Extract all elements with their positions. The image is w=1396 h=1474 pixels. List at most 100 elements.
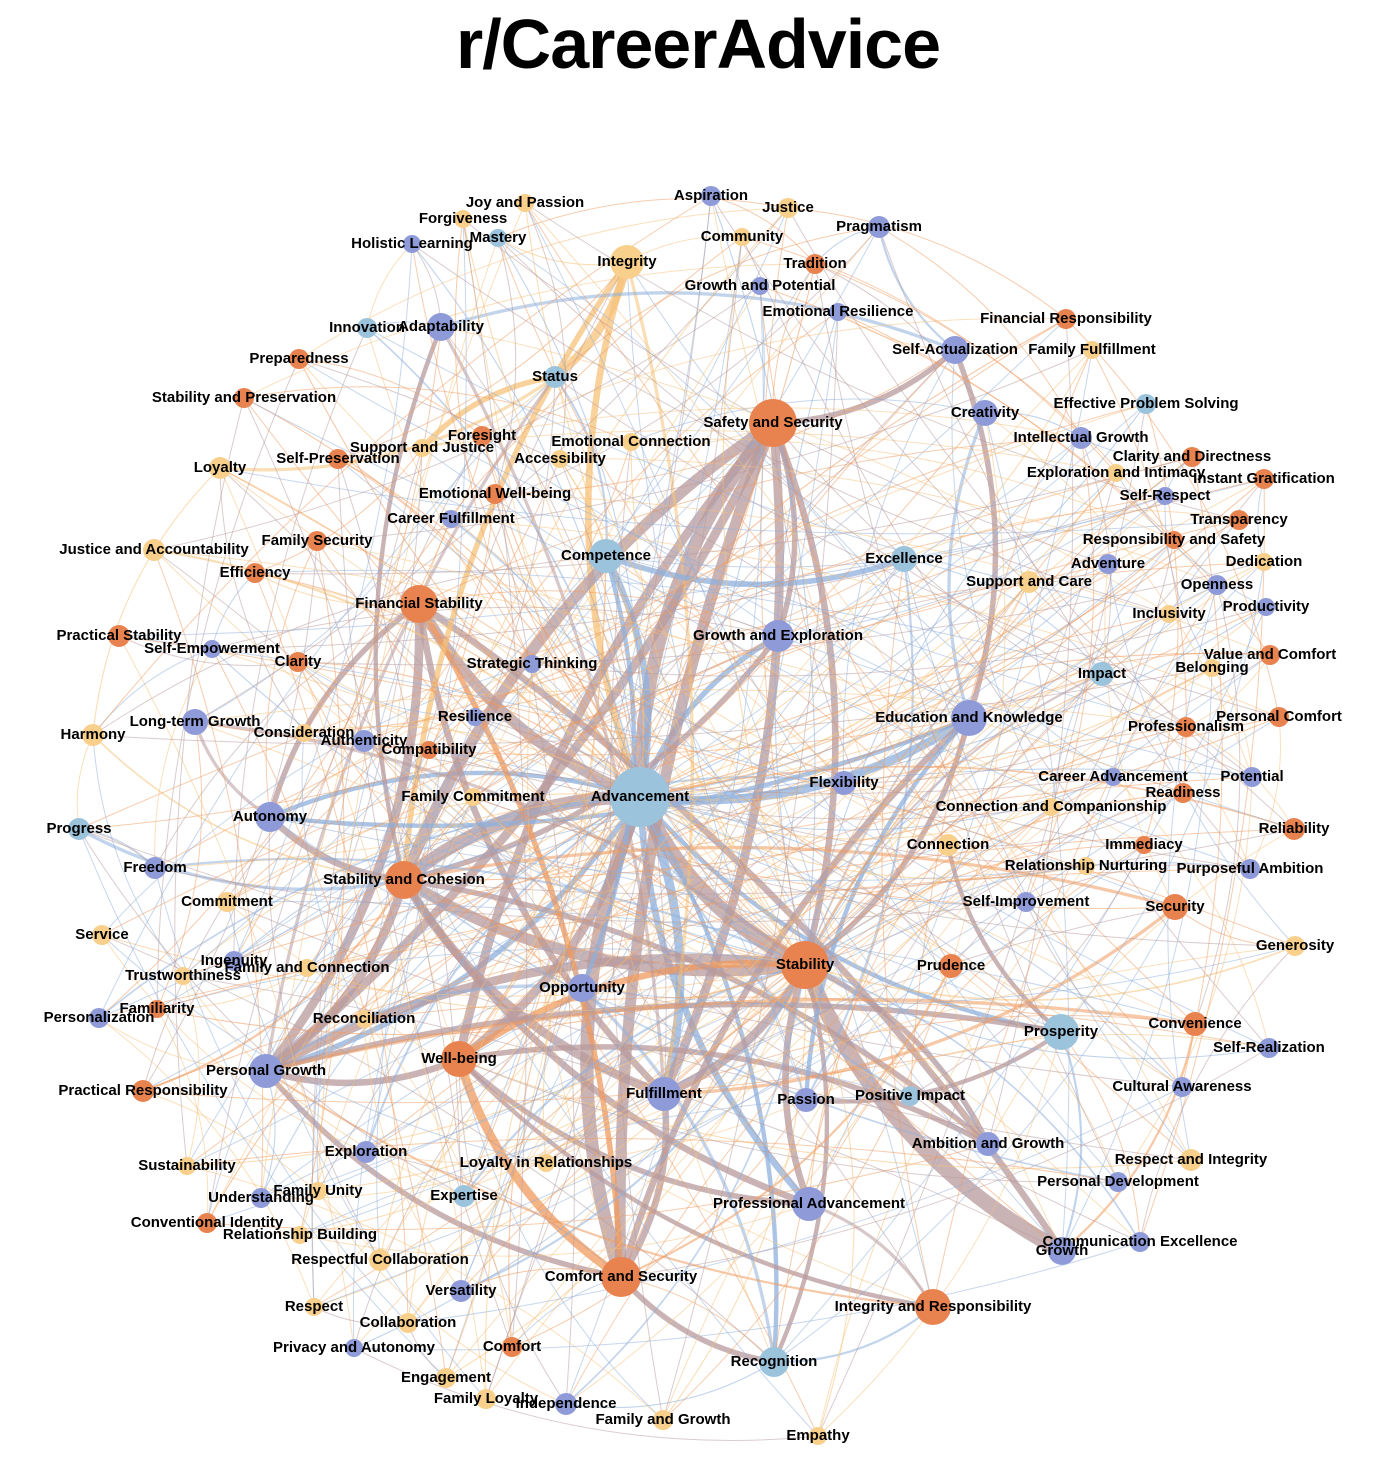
- node-FamilySecurity[interactable]: [307, 531, 327, 551]
- node-RelationshipBuilding[interactable]: [291, 1226, 309, 1244]
- node-Fulfillment[interactable]: [647, 1077, 681, 1111]
- node-Comfort[interactable]: [502, 1337, 522, 1357]
- node-PracticalResponsibility[interactable]: [132, 1080, 154, 1102]
- node-Empathy[interactable]: [809, 1427, 827, 1445]
- node-Service[interactable]: [92, 925, 112, 945]
- node-Prosperity[interactable]: [1043, 1014, 1079, 1050]
- node-PersonalGrowth[interactable]: [249, 1054, 283, 1088]
- node-Belonging[interactable]: [1203, 659, 1221, 677]
- node-Reconciliation[interactable]: [355, 1010, 373, 1028]
- node-HolisticLearning[interactable]: [403, 235, 421, 253]
- node-LoyaltyRelationships[interactable]: [537, 1154, 555, 1172]
- node-EmotionalWellbeing[interactable]: [485, 484, 505, 504]
- node-RespectfulCollaboration[interactable]: [369, 1249, 391, 1271]
- node-SelfImprovement[interactable]: [1016, 892, 1036, 912]
- node-Immediacy[interactable]: [1135, 836, 1153, 854]
- node-FinancialResponsibility[interactable]: [1056, 309, 1076, 329]
- node-Collaboration[interactable]: [398, 1313, 418, 1333]
- node-EducationKnowledge[interactable]: [951, 700, 987, 736]
- node-CareerAdvancement[interactable]: [1104, 768, 1122, 786]
- node-SelfActualization[interactable]: [941, 336, 969, 364]
- node-Potential[interactable]: [1242, 767, 1262, 787]
- node-PurposefulAmbition[interactable]: [1240, 859, 1260, 879]
- node-ConventionalIdentity[interactable]: [197, 1213, 217, 1233]
- node-FamilyLoyalty[interactable]: [476, 1389, 496, 1409]
- node-Forgiveness[interactable]: [454, 210, 472, 228]
- node-ValueComfort[interactable]: [1260, 645, 1280, 665]
- node-CareerFulfillment[interactable]: [442, 510, 460, 528]
- node-SafetySecurity[interactable]: [749, 399, 797, 447]
- node-Innovation[interactable]: [357, 318, 377, 338]
- node-Accessibility[interactable]: [551, 450, 569, 468]
- node-LongTermGrowth[interactable]: [182, 709, 208, 735]
- node-FamilyGrowth[interactable]: [653, 1410, 673, 1430]
- node-ClarityDirectness[interactable]: [1182, 447, 1202, 467]
- node-SupportJustice[interactable]: [413, 439, 431, 457]
- node-StabilityPreservation[interactable]: [234, 388, 254, 408]
- node-StabilityCohesion[interactable]: [385, 861, 423, 899]
- node-Convenience[interactable]: [1183, 1012, 1207, 1036]
- node-Growth[interactable]: [1048, 1237, 1076, 1265]
- node-Productivity[interactable]: [1257, 598, 1275, 616]
- node-SelfRespect[interactable]: [1156, 487, 1174, 505]
- node-FamilyUnity[interactable]: [309, 1182, 327, 1200]
- node-Pragmatism[interactable]: [868, 216, 890, 238]
- node-Loyalty[interactable]: [209, 457, 231, 479]
- node-Flexibility[interactable]: [832, 771, 856, 795]
- node-Resilience[interactable]: [466, 708, 484, 726]
- node-Passion[interactable]: [794, 1088, 818, 1112]
- node-Advancement[interactable]: [610, 767, 670, 827]
- node-Impact[interactable]: [1090, 662, 1114, 686]
- node-PersonalComfort[interactable]: [1269, 707, 1289, 727]
- node-FamilyFulfillment[interactable]: [1083, 341, 1101, 359]
- node-Engagement[interactable]: [436, 1368, 456, 1388]
- node-Progress[interactable]: [68, 818, 90, 840]
- node-Adaptability[interactable]: [427, 313, 455, 341]
- node-ResponsibilitySafety[interactable]: [1165, 531, 1183, 549]
- node-FinancialStability[interactable]: [400, 585, 438, 623]
- node-Independence[interactable]: [555, 1393, 577, 1415]
- node-JoyPassion[interactable]: [516, 194, 534, 212]
- node-EmotionalConnection[interactable]: [622, 433, 640, 451]
- node-ConnectionCompanionship[interactable]: [1042, 798, 1060, 816]
- node-AmbitionGrowth[interactable]: [976, 1132, 1000, 1156]
- node-Readiness[interactable]: [1173, 783, 1193, 803]
- node-Freedom[interactable]: [144, 857, 166, 879]
- node-Generosity[interactable]: [1285, 936, 1305, 956]
- node-FamilyCommitment[interactable]: [464, 788, 482, 806]
- node-FamilyConnection[interactable]: [298, 959, 316, 977]
- node-Commitment[interactable]: [217, 892, 237, 912]
- node-Compatibility[interactable]: [420, 741, 438, 759]
- node-Harmony[interactable]: [82, 724, 104, 746]
- node-IntellectualGrowth[interactable]: [1070, 427, 1092, 449]
- node-PositiveImpact[interactable]: [900, 1086, 920, 1106]
- node-Familiarity[interactable]: [148, 1000, 166, 1018]
- node-ComfortSecurity[interactable]: [601, 1257, 641, 1297]
- node-CulturalAwareness[interactable]: [1172, 1077, 1192, 1097]
- node-PrivacyAutonomy[interactable]: [345, 1339, 363, 1357]
- node-Consideration[interactable]: [295, 724, 313, 742]
- node-SelfEmpowerment[interactable]: [203, 640, 221, 658]
- node-InstantGratification[interactable]: [1254, 469, 1274, 489]
- node-Ingenuity[interactable]: [224, 951, 244, 971]
- node-Exploration[interactable]: [355, 1141, 377, 1163]
- node-Opportunity[interactable]: [568, 974, 596, 1002]
- node-Tradition[interactable]: [805, 254, 825, 274]
- node-Competence[interactable]: [589, 539, 623, 573]
- node-Prudence[interactable]: [939, 954, 963, 978]
- node-Community[interactable]: [733, 228, 751, 246]
- node-JusticeAccountability[interactable]: [143, 539, 165, 561]
- node-Sustainability[interactable]: [178, 1157, 196, 1175]
- node-Justice[interactable]: [778, 198, 798, 218]
- node-Understanding[interactable]: [251, 1188, 271, 1208]
- node-Preparedness[interactable]: [289, 349, 309, 369]
- node-Status[interactable]: [544, 366, 566, 388]
- node-Respect[interactable]: [305, 1298, 323, 1316]
- node-Inclusivity[interactable]: [1160, 605, 1178, 623]
- node-Authenticity[interactable]: [353, 730, 375, 752]
- node-IntegrityResponsibility[interactable]: [915, 1289, 951, 1325]
- node-ProfessionalAdvancement[interactable]: [792, 1187, 826, 1221]
- node-Foresight[interactable]: [472, 426, 492, 446]
- node-Openness[interactable]: [1207, 575, 1227, 595]
- node-Dedication[interactable]: [1255, 553, 1273, 571]
